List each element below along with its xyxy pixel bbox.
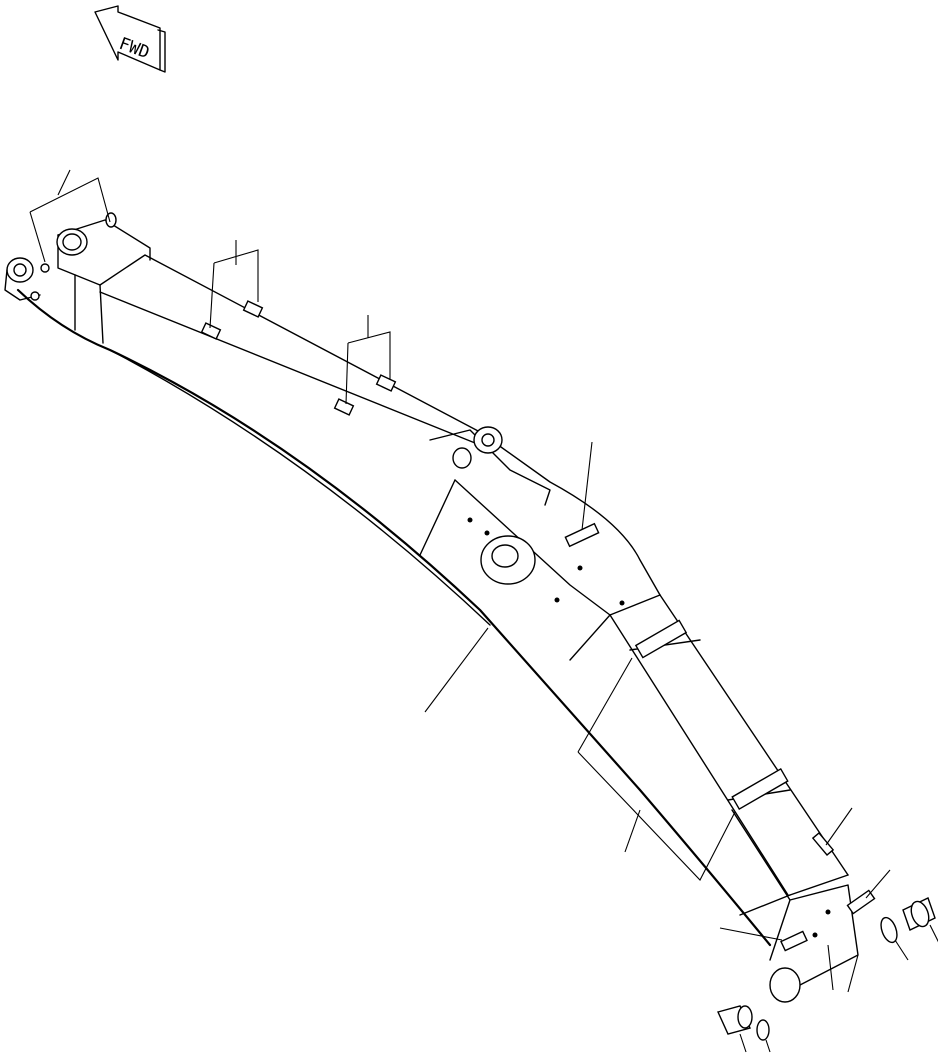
fwd-label: FWD xyxy=(116,34,152,63)
shim-ring xyxy=(756,1019,770,1041)
hose-clamp xyxy=(564,522,600,548)
callout-leaders xyxy=(29,169,938,1053)
shim-ring xyxy=(880,916,898,944)
loose-parts xyxy=(717,897,936,1041)
wear-pad xyxy=(200,322,222,340)
grease-fitting xyxy=(105,212,117,228)
hose-clamp xyxy=(731,767,789,811)
hose-clamp xyxy=(634,619,688,659)
forward-arrow-icon: FWD xyxy=(94,5,166,73)
wear-pad xyxy=(333,398,355,416)
pad-group xyxy=(200,300,876,952)
clamp-bracket xyxy=(780,930,808,952)
boom-body xyxy=(4,212,859,1003)
clamp-bracket xyxy=(846,889,876,915)
wear-pad xyxy=(375,374,397,392)
arm-end-boss xyxy=(769,967,801,1003)
piping-block xyxy=(811,832,835,856)
wear-pad xyxy=(242,300,264,318)
